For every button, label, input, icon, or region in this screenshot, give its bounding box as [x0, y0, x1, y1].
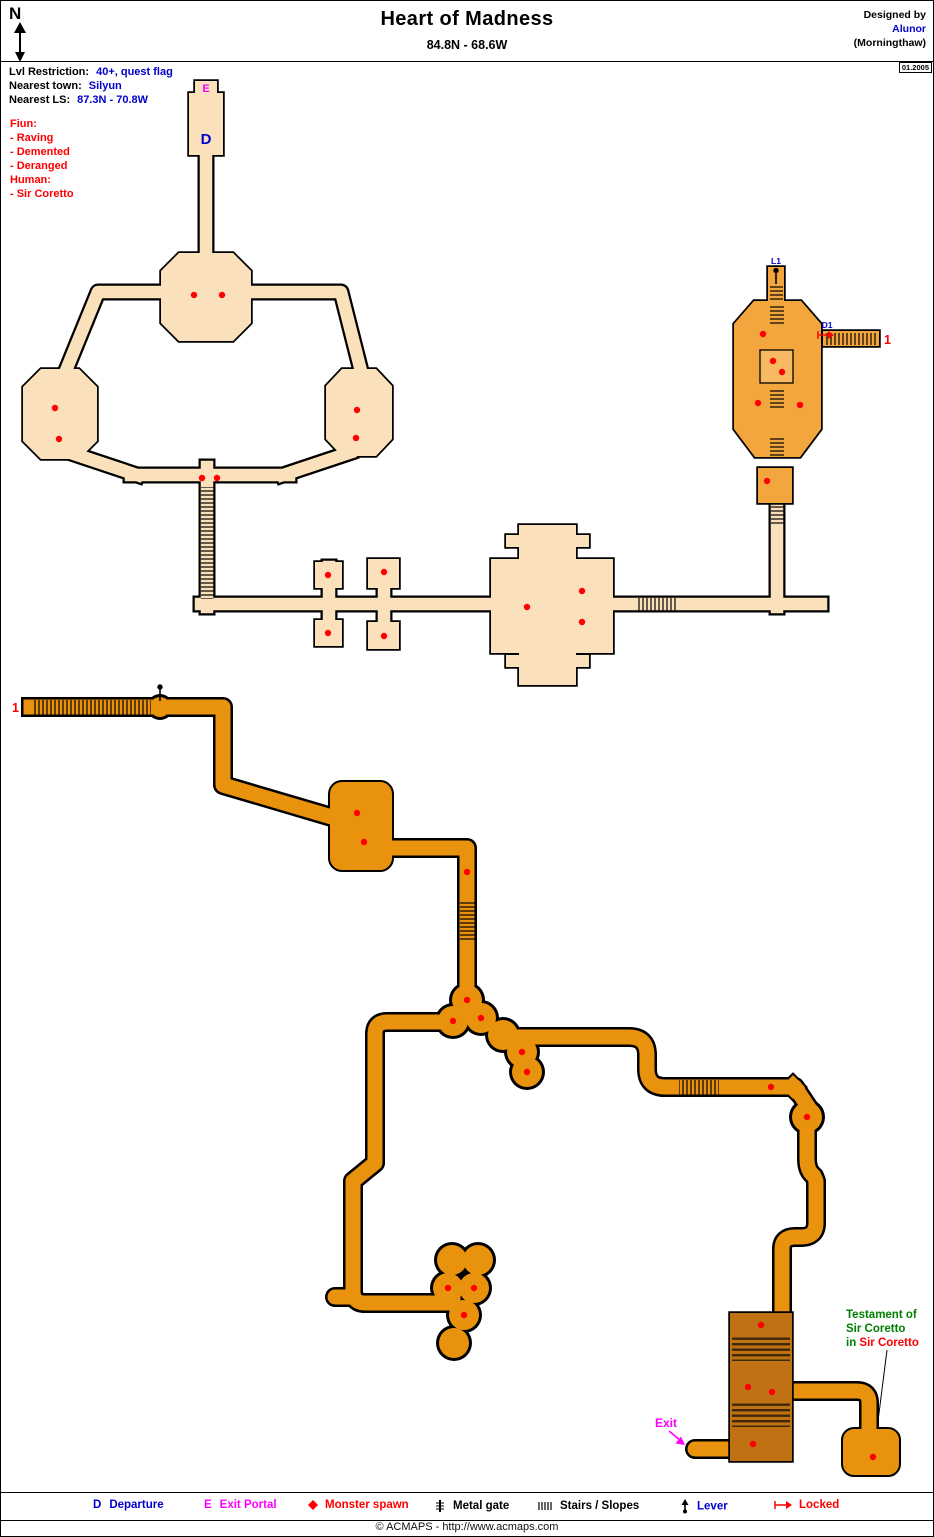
north-arrow-icon	[14, 22, 26, 62]
locked-icon	[817, 331, 834, 339]
lvl-restriction-row: Lvl Restriction:40+, quest flag	[9, 66, 173, 78]
server-name: (Morningthaw)	[853, 37, 926, 49]
map-title: Heart of Madness	[380, 8, 554, 30]
locked-icon	[774, 1501, 792, 1509]
lever-icon	[773, 267, 779, 284]
exit-portal-symbol: E	[204, 1499, 212, 1511]
stairs-hatch	[638, 598, 678, 611]
stairs-icon	[538, 1502, 552, 1510]
testament-pointer-line	[876, 1349, 888, 1430]
legend-monster-spawn: Monster spawn	[307, 1499, 409, 1511]
compass-north-label: N	[9, 4, 22, 23]
lower-stubs	[335, 1297, 741, 1449]
exit-portal-marker: E	[202, 83, 209, 95]
stairs-hatch	[825, 333, 877, 345]
testament-label-line1: Testament of	[846, 1309, 917, 1321]
lower-complex	[31, 694, 901, 1477]
testament-label-line2: Sir Coretto	[846, 1323, 905, 1335]
stairs-hatch	[201, 487, 214, 599]
exit-arrow-icon	[668, 1430, 685, 1445]
door1-label: D1	[822, 320, 833, 330]
stairs-hatch	[33, 700, 151, 715]
upper-rooms	[23, 81, 613, 685]
stairs-hatch	[771, 503, 784, 525]
link1-left-label: 1	[12, 701, 19, 715]
designed-by-label: Designed by	[863, 9, 926, 21]
stairs-stripes	[732, 1401, 790, 1427]
stairs-hatch	[770, 436, 784, 458]
upper-corridors-outline	[65, 149, 821, 637]
nearest-ls-row: Nearest LS:87.3N - 70.8W	[9, 94, 149, 106]
metal-gate-icon	[436, 1500, 444, 1512]
monster-list: Fiun: - Raving - Demented - Deranged Hum…	[10, 117, 74, 201]
exit-label: Exit	[655, 1416, 677, 1430]
inner-room	[759, 349, 794, 384]
stairs-hatch	[679, 1080, 719, 1095]
monster-item: - Raving	[10, 132, 54, 144]
stairs-hatch	[460, 900, 475, 940]
node-circles	[150, 697, 822, 1358]
nearest-town-row: Nearest town:Silyun	[9, 80, 122, 92]
top-right-room	[732, 265, 881, 525]
monster-group-title: Human:	[10, 174, 51, 186]
header-divider	[1, 61, 933, 62]
map-date: 01.2005	[898, 62, 932, 73]
stairs-stripes	[732, 1335, 790, 1361]
legend-metal-gate: Metal gate	[433, 1499, 509, 1513]
footer-copyright: © ACMAPS - http://www.acmaps.com	[375, 1521, 559, 1533]
stairs-hatch	[770, 388, 784, 408]
orange-rooms	[734, 267, 879, 503]
info-block: Lvl Restriction:40+, quest flag Nearest …	[9, 65, 173, 107]
legend-lever: Lever	[679, 1499, 728, 1514]
testament-label-line3: in Sir Coretto	[846, 1337, 919, 1349]
legend-stairs: Stairs / Slopes	[537, 1499, 639, 1513]
map-coordinates: 84.8N - 68.6W	[426, 38, 508, 52]
departure-marker: D	[201, 131, 212, 148]
lever1-label: L1	[771, 256, 781, 266]
stairs-hatch	[770, 285, 783, 301]
monster-item: - Sir Coretto	[10, 188, 74, 200]
credits: Designed by Alunor (Morningthaw)	[854, 8, 926, 50]
monster-item: - Demented	[10, 146, 70, 158]
author-name: Alunor	[892, 23, 926, 35]
upper-complex	[21, 79, 821, 687]
testament-room	[728, 1311, 794, 1463]
monster-spawn-dots	[51, 291, 877, 1461]
link1-right-label: 1	[884, 333, 891, 347]
monster-group-title: Fiun:	[10, 118, 37, 130]
upper-corridors	[65, 149, 821, 637]
monster-item: - Deranged	[10, 160, 68, 172]
legend-locked: Locked	[773, 1499, 839, 1511]
lever-icon	[157, 684, 163, 701]
stairs-hatch	[770, 304, 784, 324]
departure-symbol: D	[93, 1499, 102, 1511]
lever-icon	[681, 1499, 689, 1514]
lower-stub-outline	[335, 1297, 741, 1449]
monster-spawn-icon	[308, 1500, 318, 1510]
